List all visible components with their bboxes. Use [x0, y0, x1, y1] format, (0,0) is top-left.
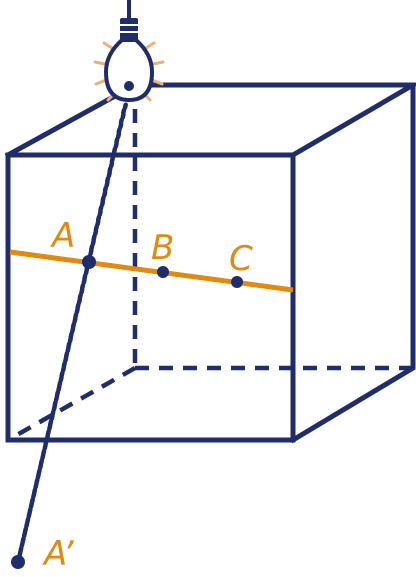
projection-line-through-base	[15, 107, 127, 565]
cube-hidden-edges	[6, 85, 413, 442]
cube-right-face	[289, 82, 416, 444]
label-a: A	[50, 216, 75, 256]
orange-line-abc	[9, 249, 294, 293]
cube-front-face	[5, 152, 296, 443]
bulb-socket-threads	[120, 24, 138, 33]
points	[11, 255, 243, 569]
cube-visible-edges	[4, 82, 416, 444]
point-c	[231, 276, 243, 288]
label-b: B	[151, 228, 174, 268]
cube-top-face	[4, 82, 416, 159]
label-c: C	[229, 239, 253, 279]
hidden-left-bottom-edge	[6, 366, 137, 442]
bulb-glass	[103, 38, 155, 103]
point-a	[82, 255, 96, 269]
label-a-prime: A’	[42, 534, 75, 574]
light-bulb-icon	[93, 0, 165, 103]
point-b	[157, 266, 169, 278]
point-a-prime	[11, 555, 25, 569]
bulb-center-dot	[124, 81, 134, 91]
projection-lines	[15, 92, 131, 565]
bulb-socket	[120, 18, 138, 40]
